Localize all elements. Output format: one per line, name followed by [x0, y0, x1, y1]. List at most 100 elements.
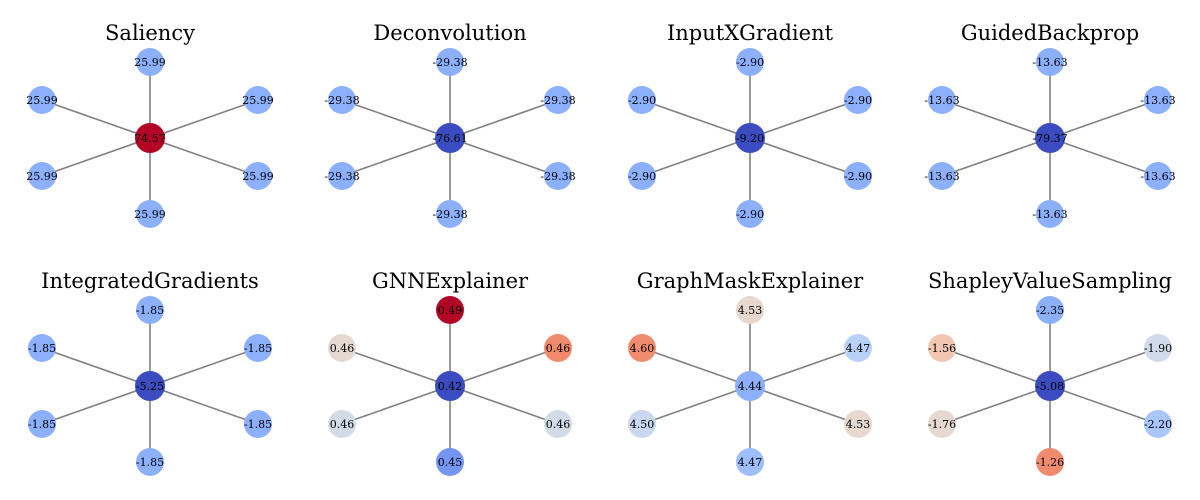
- graph-edge: [341, 137, 451, 177]
- leaf-node: [544, 410, 572, 438]
- leaf-node-label: 0.45: [438, 456, 463, 469]
- panel-saliency: Saliency25.9925.9925.9925.9925.9925.9974…: [26, 21, 274, 228]
- panel-title: IntegratedGradients: [41, 269, 259, 293]
- leaf-node: [136, 200, 164, 228]
- leaf-node: [736, 296, 764, 324]
- leaf-node: [1144, 334, 1172, 362]
- leaf-node-label: -1.76: [928, 418, 956, 431]
- graph-edge: [641, 99, 751, 139]
- leaf-node: [436, 448, 464, 476]
- leaf-node-label: 25.99: [242, 94, 274, 107]
- leaf-node: [28, 86, 56, 114]
- center-node: [435, 371, 465, 401]
- center-node: [1035, 123, 1065, 153]
- leaf-node: [1144, 86, 1172, 114]
- center-node-label: -5.25: [136, 380, 164, 393]
- leaf-node: [736, 48, 764, 76]
- panel-title: Saliency: [105, 21, 195, 45]
- graph-edge: [449, 347, 559, 387]
- graph-edge: [1049, 99, 1159, 139]
- graph-edge: [449, 137, 559, 177]
- center-node-label: 4.44: [738, 380, 763, 393]
- leaf-node: [928, 334, 956, 362]
- graph-edge: [341, 99, 451, 139]
- leaf-node-label: 25.99: [26, 170, 58, 183]
- panel-graphmaskexplainer: GraphMaskExplainer4.534.474.534.474.504.…: [628, 269, 872, 476]
- panel-title: GraphMaskExplainer: [637, 269, 864, 293]
- graph-edge: [941, 99, 1051, 139]
- panel-inputxgradient: InputXGradient-2.90-2.90-2.90-2.90-2.90-…: [628, 21, 872, 228]
- graph-edge: [941, 385, 1051, 425]
- leaf-node-label: 0.49: [438, 304, 463, 317]
- center-node: [1035, 371, 1065, 401]
- leaf-node-label: -1.26: [1036, 456, 1064, 469]
- center-node-label: -76.61: [432, 132, 467, 145]
- leaf-node-label: -1.90: [1144, 342, 1172, 355]
- center-node-label: 0.42: [438, 380, 463, 393]
- leaf-node-label: 4.47: [846, 342, 871, 355]
- graph-edge: [941, 347, 1051, 387]
- leaf-node: [1144, 162, 1172, 190]
- leaf-node-label: -1.85: [28, 342, 56, 355]
- leaf-node: [1036, 448, 1064, 476]
- panel-deconvolution: Deconvolution-29.38-29.38-29.38-29.38-29…: [324, 21, 576, 228]
- leaf-node-label: 0.46: [546, 418, 571, 431]
- graph-edge: [641, 137, 751, 177]
- center-node: [135, 371, 165, 401]
- leaf-node-label: 0.46: [546, 342, 571, 355]
- leaf-node-label: -1.56: [928, 342, 956, 355]
- leaf-node-label: -2.35: [1036, 304, 1064, 317]
- leaf-node: [436, 296, 464, 324]
- center-node: [735, 371, 765, 401]
- center-node-label: -9.20: [736, 132, 764, 145]
- graph-edge: [749, 99, 859, 139]
- leaf-node: [136, 296, 164, 324]
- leaf-node-label: -1.85: [28, 418, 56, 431]
- leaf-node: [328, 334, 356, 362]
- leaf-node-label: 4.47: [738, 456, 763, 469]
- center-node: [735, 123, 765, 153]
- leaf-node: [628, 162, 656, 190]
- panel-title: GNNExplainer: [372, 269, 529, 293]
- graph-edge: [449, 99, 559, 139]
- leaf-node-label: 25.99: [26, 94, 58, 107]
- leaf-node: [1144, 410, 1172, 438]
- leaf-node: [244, 86, 272, 114]
- leaf-node-label: -13.63: [1032, 208, 1067, 221]
- graph-edge: [749, 385, 859, 425]
- leaf-node-label: 4.60: [630, 342, 655, 355]
- leaf-node-label: -2.90: [844, 170, 872, 183]
- graph-edge: [149, 137, 259, 177]
- leaf-node: [1036, 296, 1064, 324]
- leaf-node: [244, 334, 272, 362]
- leaf-node-label: 25.99: [242, 170, 274, 183]
- leaf-node-label: -29.38: [540, 94, 575, 107]
- graph-edge: [749, 137, 859, 177]
- leaf-node-label: 25.99: [134, 208, 166, 221]
- graph-edge: [641, 347, 751, 387]
- center-node-label: -5.08: [1036, 380, 1064, 393]
- leaf-node: [328, 162, 356, 190]
- leaf-node-label: -13.63: [1032, 56, 1067, 69]
- leaf-node: [28, 410, 56, 438]
- panel-shapleyvaluesampling: ShapleyValueSampling-2.35-1.90-2.20-1.26…: [928, 269, 1172, 476]
- leaf-node-label: -29.38: [540, 170, 575, 183]
- leaf-node: [844, 86, 872, 114]
- leaf-node: [136, 448, 164, 476]
- panel-title: ShapleyValueSampling: [928, 269, 1172, 293]
- leaf-node: [736, 200, 764, 228]
- leaf-node: [928, 162, 956, 190]
- leaf-node: [844, 334, 872, 362]
- leaf-node-label: -2.90: [628, 94, 656, 107]
- leaf-node: [544, 162, 572, 190]
- leaf-node-label: -29.38: [324, 170, 359, 183]
- leaf-node: [628, 334, 656, 362]
- leaf-node: [544, 86, 572, 114]
- leaf-node: [628, 410, 656, 438]
- leaf-node: [928, 410, 956, 438]
- leaf-node-label: -2.90: [628, 170, 656, 183]
- leaf-node-label: -1.85: [136, 304, 164, 317]
- center-node-label: 74.57: [134, 132, 166, 145]
- graph-edge: [641, 385, 751, 425]
